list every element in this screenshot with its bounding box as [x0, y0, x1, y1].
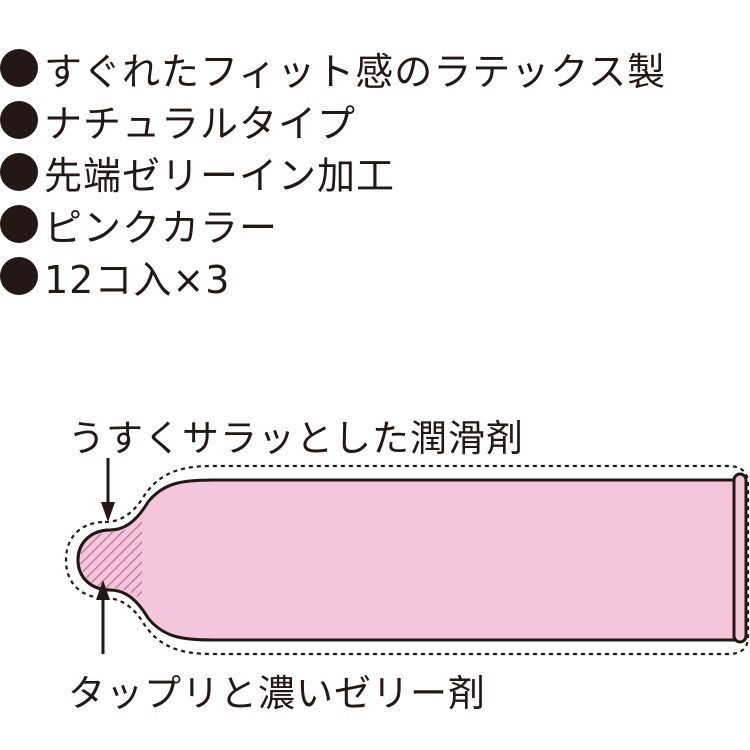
- lubricant-label: うすくサラッとした潤滑剤: [68, 417, 524, 460]
- jelly-label: タップリと濃いゼリー剤: [68, 672, 486, 715]
- feature-text: ピンクカラー: [44, 205, 279, 250]
- bullet-icon: [0, 257, 38, 295]
- feature-item: 先端ゼリーイン加工: [0, 146, 666, 198]
- feature-item: ナチュラルタイプ: [0, 94, 666, 146]
- bullet-icon: [0, 153, 38, 191]
- feature-item: 12コ入×3: [0, 250, 666, 302]
- feature-list: すぐれたフィット感のラテックス製 ナチュラルタイプ 先端ゼリーイン加工 ピンクカ…: [0, 42, 666, 302]
- product-body: [76, 478, 739, 642]
- feature-item: ピンクカラー: [0, 198, 666, 250]
- bullet-icon: [0, 49, 38, 87]
- bullet-icon: [0, 205, 38, 243]
- jelly-tip: [80, 518, 142, 602]
- product-rim: [732, 472, 748, 644]
- feature-item: すぐれたフィット感のラテックス製: [0, 42, 666, 94]
- feature-text: 12コ入×3: [44, 257, 231, 302]
- feature-text: すぐれたフィット感のラテックス製: [44, 49, 667, 94]
- feature-text: ナチュラルタイプ: [44, 101, 357, 146]
- lubricant-outline: [64, 464, 750, 656]
- bottom-arrow: [96, 580, 110, 654]
- feature-text: 先端ゼリーイン加工: [44, 153, 396, 198]
- bullet-icon: [0, 101, 38, 139]
- top-arrow: [101, 458, 115, 522]
